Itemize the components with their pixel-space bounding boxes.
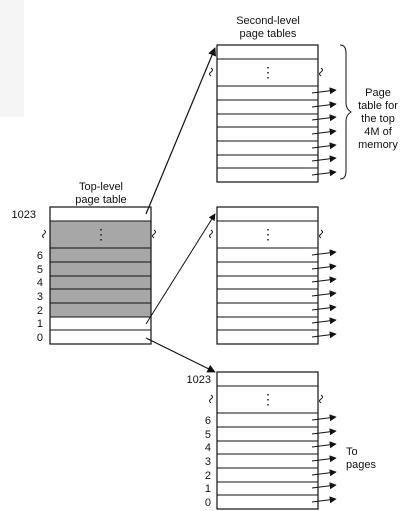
arrow [311,142,337,150]
arrow [311,169,337,177]
break-mark-left [209,229,213,239]
top-level-index: 3 [37,291,43,303]
top-level-index-1023: 1023 [12,209,36,221]
break-mark-right [319,394,323,404]
second-level-table-middle: ⋮ [209,206,337,345]
arrow [311,128,337,136]
top-level-index: 5 [37,264,43,276]
arrow [311,455,337,463]
pointer-arrow-to-bottom-table [145,337,216,373]
top-level-caption-line-1: Top-level [79,181,123,193]
bottom-table-index: 3 [205,456,211,468]
arrow [311,469,337,477]
vertical-ellipsis: ⋮ [261,391,275,407]
second-level-table-bottom: ⋮ [209,371,337,510]
arrow [311,441,337,449]
top-level-index: 2 [37,305,43,317]
top-level-index: 4 [37,277,43,289]
break-mark-left [209,394,213,404]
arrow [311,276,337,284]
vertical-ellipsis: ⋮ [261,64,275,80]
arrow [311,482,337,490]
page-table-note-line-3: the top [361,113,395,125]
bottom-table-index: 1 [205,483,211,495]
break-mark-left [42,229,46,239]
arrow [311,263,337,271]
arrow [311,304,337,312]
curly-brace [339,44,352,180]
arrow [311,496,337,504]
top-level-index: 6 [37,250,43,262]
arrow [311,249,337,257]
top-level-caption-line-2: page table [75,194,126,206]
bottom-table-index: 0 [205,497,211,509]
vertical-ellipsis: ⋮ [261,226,275,242]
break-mark-right [152,229,156,239]
arrow [311,101,337,109]
arrow [311,87,337,95]
to-pages-line-1: To [346,446,358,458]
pointer-arrow-to-top-table [145,47,216,215]
bottom-table-index: 5 [205,429,211,441]
second-level-table-top: ⋮ [209,44,337,183]
top-level-index: 0 [37,332,43,344]
bottom-table-index: 4 [205,442,211,454]
to-pages-line-2: pages [346,459,376,471]
arrow [311,331,337,339]
arrow [311,155,337,163]
top-level-page-table: ⋮ [42,206,156,345]
second-level-caption-line-2: page tables [240,28,297,40]
bottom-table-index: 2 [205,470,211,482]
page-table-note-line-2: table for [358,100,398,112]
break-mark-right [319,229,323,239]
arrow [311,114,337,122]
top-level-index: 1 [37,318,43,330]
vertical-ellipsis: ⋮ [94,226,108,242]
page-table-note-line-1: Page [365,87,391,99]
arrow [311,428,337,436]
second-level-caption-line-1: Second-level [236,15,300,27]
break-mark-left [209,67,213,77]
bottom-table-index-1023: 1023 [187,374,211,386]
top-level-shaded-region [50,221,151,317]
page-table-note-line-5: memory [358,139,398,151]
left-margin-strip [0,0,24,117]
arrow [311,317,337,325]
arrow [311,414,337,422]
arrow [311,290,337,298]
page-table-note-line-4: 4M of [364,126,392,138]
bottom-table-index: 6 [205,415,211,427]
pointer-arrow-to-middle-table [145,213,216,325]
break-mark-right [319,67,323,77]
